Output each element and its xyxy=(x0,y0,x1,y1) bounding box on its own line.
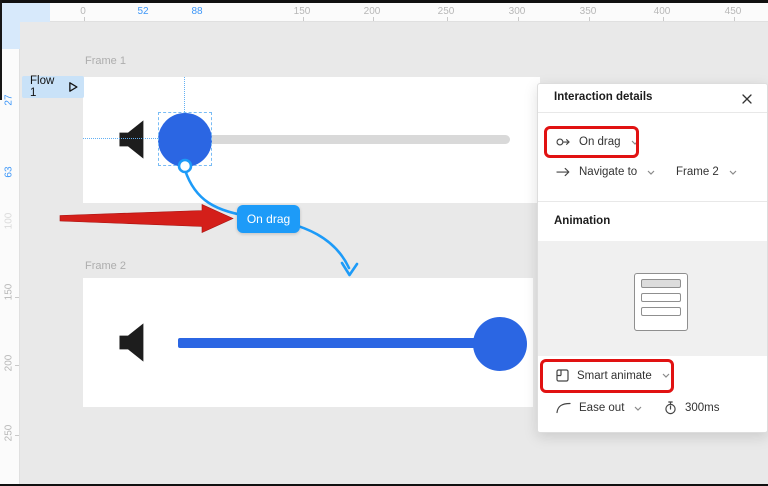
destination-dropdown[interactable]: Frame 2 xyxy=(676,166,737,178)
window-edge-left xyxy=(0,0,2,100)
chevron-down-icon xyxy=(634,406,642,411)
speaker-icon[interactable] xyxy=(117,322,151,363)
horizontal-ruler: 0 52 88 150 200 250 300 350 400 450 xyxy=(0,3,768,22)
ease-curve-icon xyxy=(556,402,571,414)
timer-icon xyxy=(665,401,676,415)
window-edge-bottom xyxy=(0,484,768,486)
frame1-title[interactable]: Frame 1 xyxy=(85,55,126,67)
smart-animate-icon xyxy=(556,369,569,382)
connection-trigger-badge[interactable]: On drag xyxy=(237,205,300,233)
ruler-tick xyxy=(15,365,19,366)
ruler-label-selected: 63 xyxy=(3,166,15,178)
vertical-ruler: 27 63 100 150 200 250 xyxy=(0,3,20,486)
animation-section-title: Animation xyxy=(554,215,611,227)
ruler-tick xyxy=(734,17,735,21)
navigate-arrow-icon xyxy=(556,167,570,177)
ruler-tick xyxy=(373,17,374,21)
slider-track-frame2[interactable] xyxy=(178,338,503,348)
duration-value: 300ms xyxy=(685,402,720,414)
chevron-down-icon xyxy=(662,373,670,378)
ruler-label: 300 xyxy=(508,6,526,17)
close-icon[interactable] xyxy=(739,91,755,107)
preview-bar xyxy=(641,279,681,288)
ruler-label: 400 xyxy=(653,6,671,17)
chevron-down-icon xyxy=(729,170,737,175)
ruler-tick xyxy=(303,17,304,21)
interaction-details-panel: Interaction details On drag Navigate to … xyxy=(537,83,768,433)
slider-track-frame1[interactable] xyxy=(190,135,510,144)
ruler-label: 250 xyxy=(3,424,15,442)
easing-dropdown[interactable]: Ease out xyxy=(556,402,642,414)
selection-outline xyxy=(158,112,212,166)
destination-value: Frame 2 xyxy=(676,166,719,178)
ruler-tick xyxy=(663,17,664,21)
slider-knob-frame2[interactable] xyxy=(473,317,527,371)
ruler-label: 250 xyxy=(437,6,455,17)
distance-guide-horizontal xyxy=(83,138,158,139)
animation-type-value: Smart animate xyxy=(577,369,652,382)
ruler-tick xyxy=(518,17,519,21)
action-value: Navigate to xyxy=(579,166,638,178)
ruler-tick xyxy=(15,297,19,298)
preview-bar xyxy=(641,293,681,302)
ruler-selection-band-vertical xyxy=(0,3,20,49)
ruler-label-selected: 52 xyxy=(137,6,149,17)
trigger-value: On drag xyxy=(579,136,621,148)
panel-title: Interaction details xyxy=(554,91,653,103)
ruler-label: 450 xyxy=(724,6,742,17)
distance-guide-vertical xyxy=(184,77,185,112)
easing-value: Ease out xyxy=(579,402,625,414)
ruler-tick xyxy=(84,17,85,21)
ruler-label-selected: 88 xyxy=(191,6,203,17)
ruler-tick xyxy=(15,435,19,436)
animation-preview-area xyxy=(538,241,767,356)
animation-type-dropdown[interactable]: Smart animate xyxy=(556,369,670,382)
chevron-down-icon xyxy=(631,140,638,145)
flow-name: Flow 1 xyxy=(30,75,55,99)
play-icon[interactable] xyxy=(68,81,78,93)
ruler-label: 200 xyxy=(3,354,15,372)
speaker-icon[interactable] xyxy=(117,119,151,160)
ruler-label: 350 xyxy=(579,6,597,17)
duration-field[interactable]: 300ms xyxy=(664,401,720,415)
ruler-label: 150 xyxy=(3,283,15,301)
panel-header: Interaction details xyxy=(538,84,767,113)
ruler-tick xyxy=(589,17,590,21)
action-dropdown[interactable]: Navigate to xyxy=(556,166,655,178)
ruler-label: 100 xyxy=(3,212,15,230)
ruler-tick xyxy=(447,17,448,21)
connection-trigger-label: On drag xyxy=(246,212,291,226)
ruler-label: 0 xyxy=(80,6,86,17)
chevron-down-icon xyxy=(647,170,655,175)
on-drag-icon xyxy=(556,138,570,146)
trigger-dropdown[interactable]: On drag xyxy=(556,135,639,149)
panel-divider xyxy=(538,201,767,202)
ruler-label: 200 xyxy=(363,6,381,17)
flow-chip[interactable]: Flow 1 xyxy=(22,75,84,99)
ruler-label-selected: 27 xyxy=(3,94,15,106)
animation-preview-card xyxy=(634,273,688,331)
slider-knob-frame1[interactable] xyxy=(158,113,212,167)
window-edge-top xyxy=(0,0,768,3)
frame2-title[interactable]: Frame 2 xyxy=(85,260,126,272)
ruler-label: 150 xyxy=(293,6,311,17)
preview-bar xyxy=(641,307,681,316)
